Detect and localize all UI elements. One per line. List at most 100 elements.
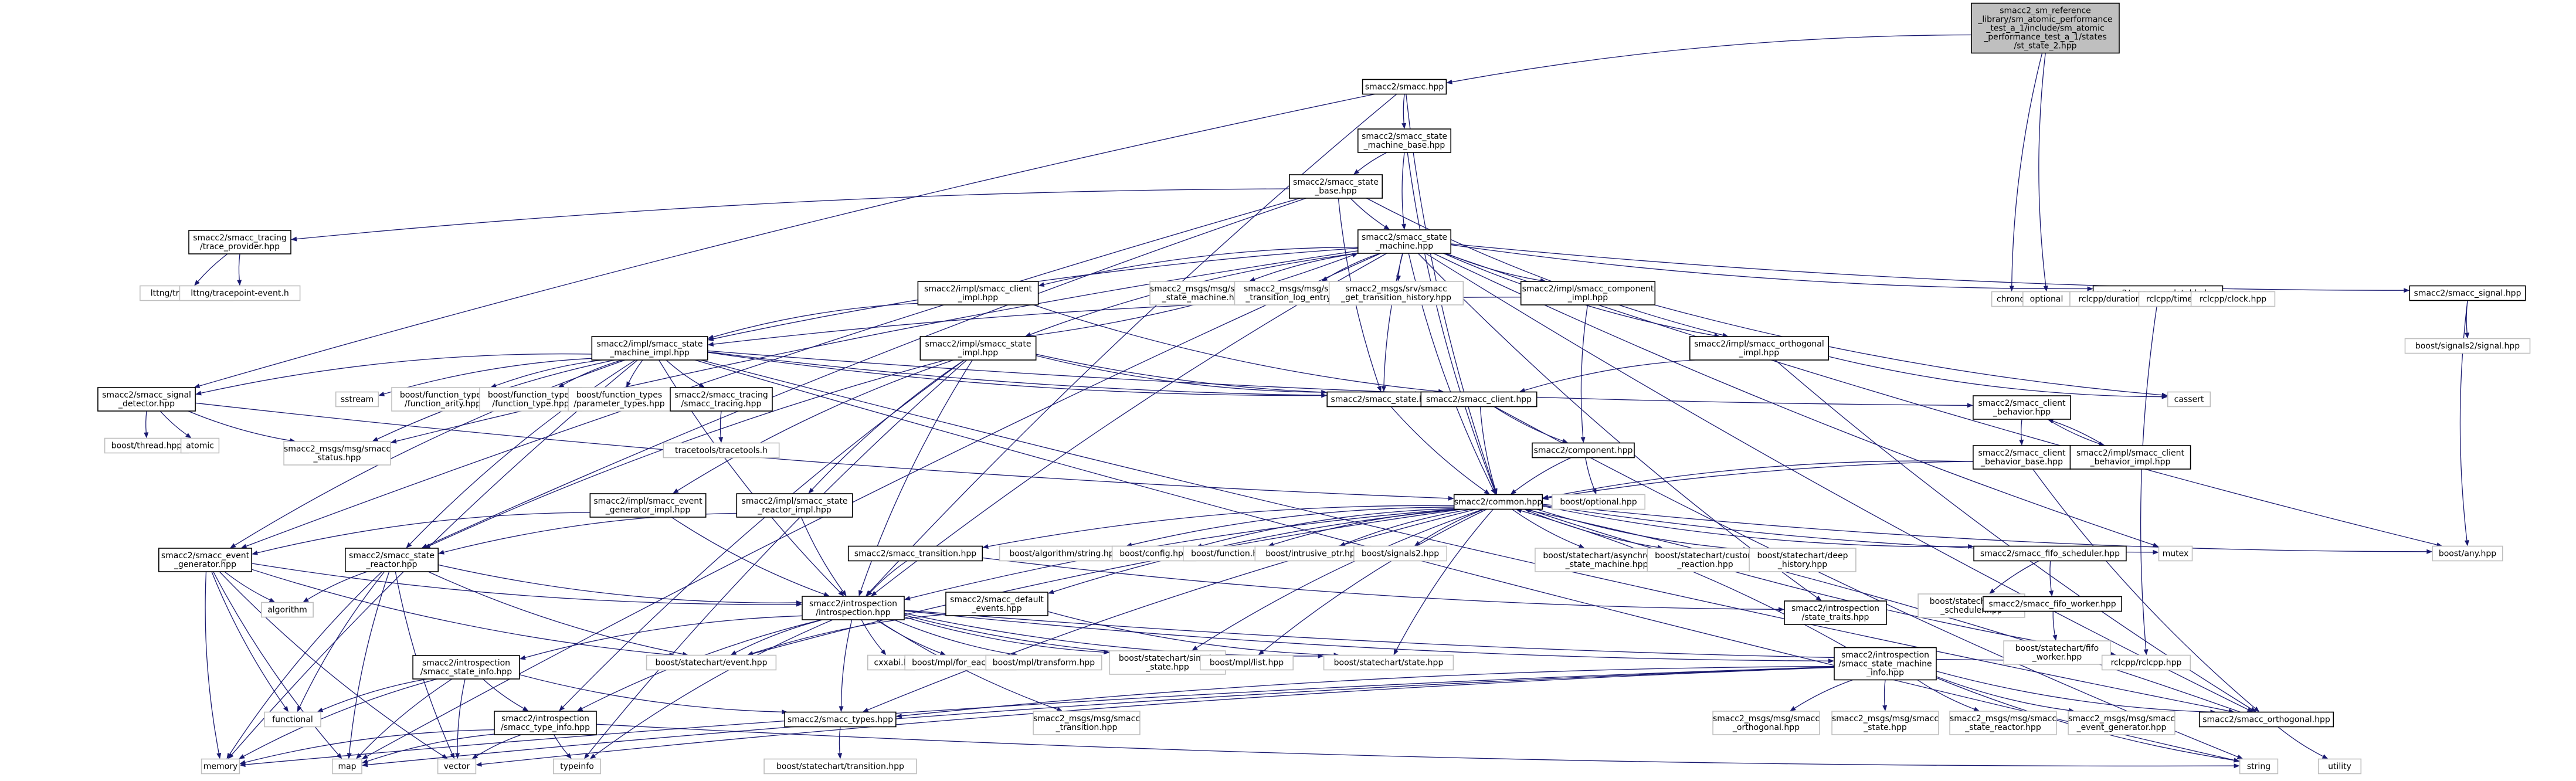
edge-arrowhead (194, 383, 201, 389)
edge-line (299, 571, 385, 707)
node-label-line: _behavior_base.hpp (1980, 457, 2063, 467)
node-label-line: smacc2_msgs/msg/smacc (2068, 714, 2175, 724)
edge-comp-to-common (1510, 457, 1572, 495)
edge-arrowhead (2234, 763, 2240, 769)
node-label-line: boost/function.hpp (1191, 549, 1268, 559)
node-sorth[interactable]: smacc2/smacc_orthogonal.hpp (2198, 711, 2334, 728)
edge-arrowhead (1492, 488, 1498, 495)
edge-ssm-to-sst (1381, 253, 1403, 392)
edge-line (840, 619, 853, 707)
node-icmp[interactable]: smacc2/impl/smacc_component_impl.hpp (1520, 281, 1656, 305)
node-ici[interactable]: smacc2/impl/smacc_client_impl.hpp (917, 281, 1039, 305)
edge-iev-to-intro (671, 517, 830, 597)
node-ssb[interactable]: smacc2/smacc_state_base.hpp (1289, 174, 1383, 199)
node-sstr: sstream (335, 391, 379, 408)
edge-line (1585, 457, 1595, 490)
edge-line (1403, 94, 1405, 124)
node-ccb[interactable]: smacc2/smacc_client_behavior.hpp (1973, 395, 2071, 420)
node-box (917, 281, 1039, 305)
node-root[interactable]: smacc2_sm_reference_library/sm_atomic_pe… (1971, 2, 2120, 54)
edge-line (2140, 300, 2158, 650)
edge-arrowhead (1268, 542, 1274, 547)
node-smb[interactable]: smacc2/smacc_state_machine_base.hpp (1357, 128, 1452, 153)
node-trc[interactable]: smacc2/smacc_tracing/smacc_tracing.hpp (670, 387, 773, 412)
edge-arrowhead (2049, 590, 2054, 597)
edge-sreac-to-bev (428, 571, 689, 657)
node-iev[interactable]: smacc2/impl/smacc_event_generator_impl.h… (589, 493, 707, 518)
edge-line (904, 616, 1104, 653)
node-bsfw: boost/statechart/fifo_worker.hpp (2003, 640, 2111, 665)
node-stypes[interactable]: smacc2/smacc_types.hpp (784, 711, 897, 728)
node-strait[interactable]: smacc2/introspection/state_traits.hpp (1784, 600, 1887, 625)
node-label-line: _machine_impl.hpp (609, 348, 690, 358)
node-smi[interactable]: smacc2/impl/smacc_state_machine_impl.hpp (591, 336, 708, 361)
node-box (1971, 2, 2120, 54)
edge-ccb-to-cbb (2019, 419, 2024, 446)
node-comp[interactable]: smacc2/component.hpp (1532, 442, 1635, 459)
node-sig[interactable]: smacc2/smacc_signal.hpp (2409, 285, 2526, 301)
edge-sgd-to-common (195, 402, 1454, 501)
node-box (1111, 545, 1197, 562)
node-label-line: _info.hpp (1866, 668, 1904, 678)
edge-smin-to-msr (1917, 679, 1980, 712)
node-sdef[interactable]: smacc2/smacc_default_events.hpp (945, 592, 1048, 616)
edge-arrowhead (356, 753, 362, 759)
edge-line (1525, 359, 1695, 391)
node-scl[interactable]: smacc2/smacc_client.hpp (1420, 391, 1538, 408)
edge-arrowhead (626, 381, 631, 388)
edge-line (1794, 679, 1853, 709)
node-isr[interactable]: smacc2/impl/smacc_state_reactor_impl.hpp (736, 493, 853, 518)
edge-line (1515, 457, 1572, 491)
node-trp[interactable]: smacc2/smacc_tracing/trace_provider.hpp (188, 230, 291, 254)
edge-line (875, 619, 941, 654)
node-smin[interactable]: smacc2/introspection/smacc_state_machine… (1834, 647, 1937, 681)
node-box (1033, 711, 1141, 735)
node-common[interactable]: smacc2/common.hpp (1453, 494, 1543, 510)
edge-arrowhead (866, 590, 873, 596)
edge-arrowhead (1967, 403, 1973, 408)
node-stra[interactable]: smacc2/smacc_transition.hpp (847, 545, 983, 562)
node-label-line: algorithm (267, 606, 307, 615)
node-sgd[interactable]: smacc2/smacc_signal_detector.hpp (97, 387, 196, 412)
node-str: string (2239, 758, 2279, 775)
graph-nodes: smacc2_sm_reference_library/sm_atomic_pe… (97, 2, 2531, 775)
edge-arrowhead (858, 590, 863, 596)
edge-arrowhead (185, 433, 192, 439)
edge-sinfo-to-vec (455, 678, 466, 759)
node-sst[interactable]: smacc2/smacc_state.hpp (1326, 391, 1439, 408)
edge-arrowhead (558, 382, 565, 388)
node-label-line: _state.hpp (1863, 723, 1907, 732)
edge-line (205, 571, 219, 753)
node-evg[interactable]: smacc2/smacc_event_generator.hpp (158, 548, 252, 572)
node-label-line: _machine.hpp (1375, 242, 1433, 251)
edge-iev-to-evg (252, 512, 590, 555)
node-intro[interactable]: smacc2/introspection/introspection.hpp (802, 596, 905, 620)
node-isi[interactable]: smacc2/impl/smacc_state_impl.hpp (919, 336, 1037, 361)
node-box (188, 230, 291, 254)
node-iorth[interactable]: smacc2/impl/smacc_orthogonal_impl.hpp (1689, 336, 1830, 361)
edge-arrowhead (707, 342, 714, 347)
edge-line (901, 665, 1835, 717)
node-smacc[interactable]: smacc2/smacc.hpp (1362, 79, 1447, 95)
node-label-line: tracetools/tracetools.h (675, 446, 768, 456)
node-box (1949, 711, 2057, 735)
edge-line (495, 359, 602, 386)
edge-arrowhead (238, 754, 245, 759)
edge-arrowhead (1790, 706, 1796, 711)
node-tinfo[interactable]: smacc2/introspection/smacc_type_info.hpp (494, 711, 597, 735)
edge-line (428, 571, 683, 655)
node-label-line: boost/thread.hpp (111, 442, 182, 451)
edge-icb-to-ccb (2047, 419, 2105, 446)
node-fifo[interactable]: smacc2/smacc_fifo_scheduler.hpp (1973, 545, 2127, 562)
edge-arrowhead (471, 753, 478, 759)
node-fifow[interactable]: smacc2/smacc_fifo_worker.hpp (1983, 596, 2123, 612)
node-box (332, 758, 362, 775)
node-cbb[interactable]: smacc2/smacc_client_behavior_base.hpp (1973, 445, 2071, 470)
node-ssm[interactable]: smacc2/smacc_state_machine.hpp (1357, 229, 1452, 254)
node-icb[interactable]: smacc2/impl/smacc_client_behavior_impl.h… (2069, 445, 2191, 470)
node-sreac[interactable]: smacc2/smacc_state_reactor.hpp (344, 548, 439, 572)
edge-ssb-to-iorth (1366, 198, 1729, 338)
node-box (2068, 711, 2175, 735)
node-bint: boost/intrusive_ptr.hpp (1254, 545, 1372, 562)
node-sinfo[interactable]: smacc2/introspection/smacc_state_info.hp… (412, 655, 520, 680)
